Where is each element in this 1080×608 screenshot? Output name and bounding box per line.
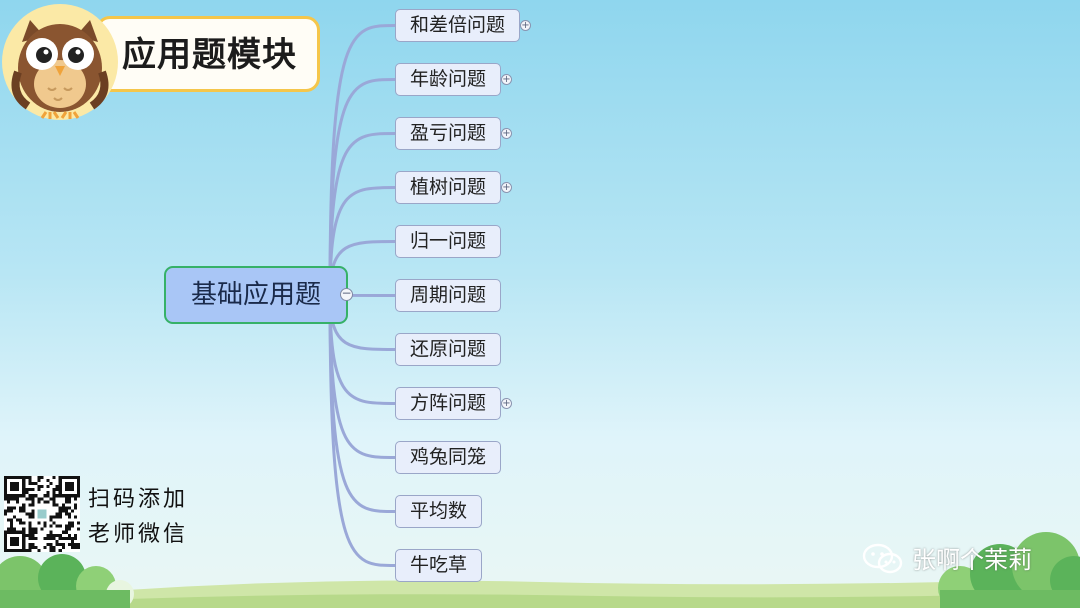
branch-node[interactable]: 还原问题	[395, 333, 501, 366]
qr-caption-line1: 扫码添加	[88, 487, 189, 512]
page-title: 应用题模块	[122, 35, 297, 75]
qr-code-icon	[4, 476, 80, 552]
plus-icon[interactable]: +	[501, 73, 512, 85]
branch-node[interactable]: 和差倍问题	[395, 9, 520, 42]
minus-icon[interactable]: −	[340, 286, 353, 301]
qr-caption-line2: 老师微信	[88, 522, 189, 547]
bush-left	[0, 554, 134, 608]
branch-connector	[328, 294, 396, 567]
branch-node[interactable]: 方阵问题	[395, 387, 501, 420]
plus-icon[interactable]: +	[501, 127, 512, 139]
branch-connector	[328, 186, 396, 296]
bush-right	[938, 532, 1080, 608]
branch-connector	[328, 132, 396, 296]
branch-node[interactable]: 周期问题	[395, 279, 501, 312]
plus-icon[interactable]: +	[501, 397, 512, 409]
account-name: 张啊个茉莉	[912, 546, 1032, 574]
ground-front	[0, 592, 1080, 608]
branch-node[interactable]: 平均数	[395, 495, 482, 528]
branch-node[interactable]: 牛吃草	[395, 549, 482, 582]
plus-icon[interactable]: +	[520, 19, 531, 31]
branch-node[interactable]: 年龄问题	[395, 63, 501, 96]
wechat-icon	[862, 543, 903, 574]
owl-icon	[2, 4, 118, 120]
branch-node[interactable]: 鸡兔同笼	[395, 441, 501, 474]
plus-icon[interactable]: +	[501, 181, 512, 193]
branch-node[interactable]: 归一问题	[395, 225, 501, 258]
branch-node[interactable]: 植树问题	[395, 171, 501, 204]
title-banner	[96, 16, 320, 92]
branch-node[interactable]: 盈亏问题	[395, 117, 501, 150]
root-node[interactable]: 基础应用题	[164, 266, 348, 324]
